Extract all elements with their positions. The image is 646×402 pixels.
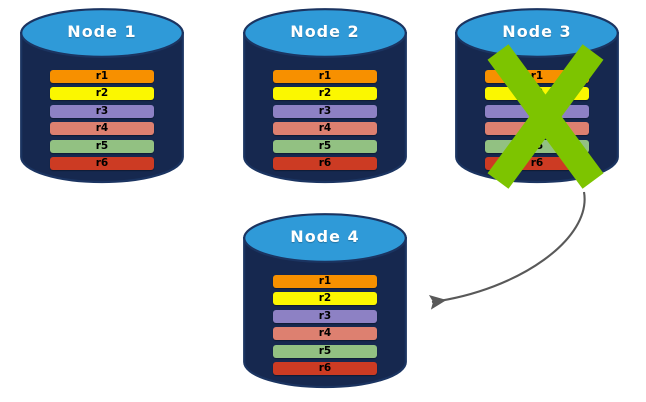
node-2-row-r4[interactable]: r4 [273,122,377,136]
node-4-row-r6[interactable]: r6 [273,362,377,375]
cylinder-top-ellipse [455,8,619,58]
node-3-row-r6[interactable]: r6 [485,157,589,170]
node-2-row-r6[interactable]: r6 [273,157,377,170]
node-1-row-r5[interactable]: r5 [50,139,154,153]
node-1-row-r4[interactable]: r4 [50,122,154,136]
node-3-row-r2[interactable]: r2 [485,87,589,101]
node-4-row-r1[interactable]: r1 [273,275,377,288]
node-4-row-r2[interactable]: r2 [273,292,377,306]
node-1-row-r6[interactable]: r6 [50,157,154,170]
node-2-row-r3[interactable]: r3 [273,104,377,118]
node-1-row-r2[interactable]: r2 [50,87,154,101]
node-2-row-r2[interactable]: r2 [273,87,377,101]
node-2-row-r5[interactable]: r5 [273,139,377,153]
cylinder-top-ellipse [243,8,407,58]
node-1-row-r3[interactable]: r3 [50,104,154,118]
cylinder-top-ellipse [20,8,184,58]
node-2-row-r1[interactable]: r1 [273,70,377,83]
node-3-row-r5[interactable]: r5 [485,139,589,153]
node-4-row-r3[interactable]: r3 [273,309,377,323]
node-3-row-r1[interactable]: r1 [485,70,589,83]
node-4-row-r4[interactable]: r4 [273,327,377,341]
cylinder-top-ellipse [243,213,407,263]
node-4-row-r5[interactable]: r5 [273,344,377,358]
node-3-row-r4[interactable]: r4 [485,122,589,136]
node-3-row-r3[interactable]: r3 [485,104,589,118]
node-1-row-r1[interactable]: r1 [50,70,154,83]
failover-arrow-path [428,191,586,310]
